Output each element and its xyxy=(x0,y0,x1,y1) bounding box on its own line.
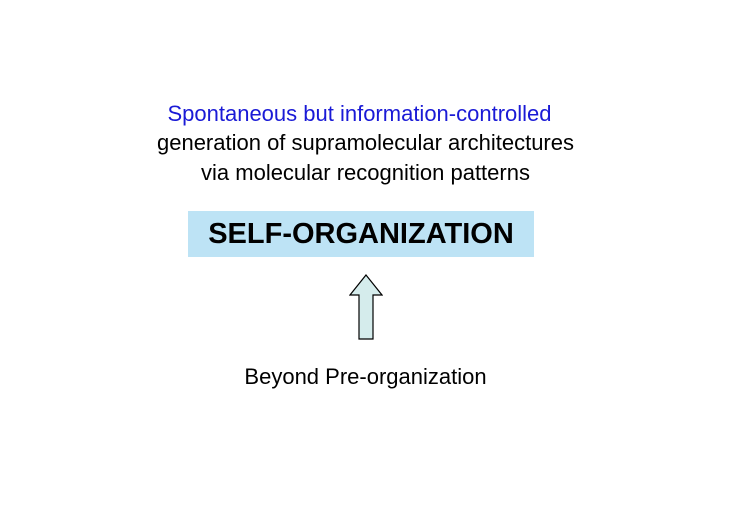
slide-title: SELF-ORGANIZATION xyxy=(208,217,514,250)
description-line-2: generation of supramolecular architectur… xyxy=(156,130,574,155)
up-arrow-icon xyxy=(349,274,383,340)
footer-caption: Beyond Pre-organization xyxy=(244,364,487,389)
description-line-3: via molecular recognition patterns xyxy=(201,160,530,185)
description-line-1: Spontaneous but information-controlled xyxy=(167,101,552,126)
title-box: SELF-ORGANIZATION xyxy=(188,211,534,257)
up-arrow-shape xyxy=(349,274,383,340)
